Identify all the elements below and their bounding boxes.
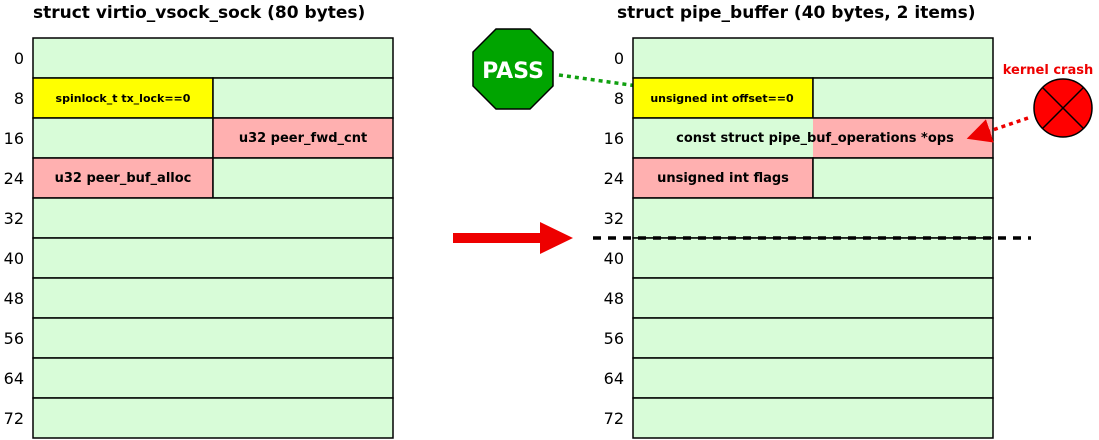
right-offset-label: 32 xyxy=(604,209,624,228)
right-offset-label: 8 xyxy=(614,89,624,108)
pass-sign: PASS xyxy=(472,28,554,110)
right-offset-label: 24 xyxy=(604,169,624,188)
left-offset-label: 0 xyxy=(14,49,24,68)
right-offset-label: 40 xyxy=(604,249,624,268)
right-field-flags-label: unsigned int flags xyxy=(657,171,789,186)
left-row-64 xyxy=(32,357,394,399)
right-row-48 xyxy=(632,277,994,319)
left-row-16-free xyxy=(32,117,214,159)
right-offset-label: 72 xyxy=(604,409,624,428)
left-offset-label: 16 xyxy=(4,129,24,148)
right-field-ops-label: const struct pipe_buf_operations *ops xyxy=(676,131,954,146)
crash-icon xyxy=(1033,78,1093,138)
right-row-8-free xyxy=(812,77,994,119)
left-field-tx-lock-label: spinlock_t tx_lock==0 xyxy=(56,92,191,105)
pass-arrow xyxy=(558,73,662,99)
right-row-72 xyxy=(632,397,994,439)
right-row-56 xyxy=(632,317,994,359)
right-offset-label: 64 xyxy=(604,369,624,388)
left-field-tx-lock xyxy=(32,77,214,119)
left-offset-label: 48 xyxy=(4,289,24,308)
right-offset-label: 56 xyxy=(604,329,624,348)
right-row-24-free xyxy=(812,157,994,199)
left-row-72 xyxy=(32,397,394,439)
kernel-crash-label: kernel crash xyxy=(1003,63,1093,78)
right-offset-label: 16 xyxy=(604,129,624,148)
left-row-24-free xyxy=(212,157,394,199)
left-field-peer-buf-alloc-label: u32 peer_buf_alloc xyxy=(55,171,192,186)
right-struct-title: struct pipe_buffer (40 bytes, 2 items) xyxy=(617,3,976,23)
right-struct-rows xyxy=(632,37,994,439)
right-field-offset-label: unsigned int offset==0 xyxy=(650,92,794,105)
left-offset-label: 32 xyxy=(4,209,24,228)
crash-arrow xyxy=(966,116,1029,143)
left-field-peer-fwd-cnt-label: u32 peer_fwd_cnt xyxy=(239,131,367,146)
right-row-64 xyxy=(632,357,994,399)
left-struct-title: struct virtio_vsock_sock (80 bytes) xyxy=(33,3,365,23)
left-row-8-free xyxy=(212,77,394,119)
transform-arrow xyxy=(453,222,573,254)
left-row-48 xyxy=(32,277,394,319)
pass-label: PASS xyxy=(482,59,544,84)
right-offsets: 0 8 16 24 32 40 48 56 64 72 xyxy=(604,49,624,428)
left-row-40 xyxy=(32,237,394,279)
left-offset-label: 64 xyxy=(4,369,24,388)
right-field-ops-left xyxy=(633,118,813,158)
left-field-peer-buf-alloc xyxy=(32,157,214,199)
right-row-0 xyxy=(632,37,994,79)
left-struct-rows xyxy=(32,37,394,439)
left-offsets: 0 8 16 24 32 40 48 56 64 72 xyxy=(4,49,24,428)
left-offset-label: 24 xyxy=(4,169,24,188)
octagon-icon xyxy=(472,28,554,110)
right-row-32 xyxy=(632,197,994,239)
right-offset-label: 0 xyxy=(614,49,624,68)
left-offset-label: 8 xyxy=(14,89,24,108)
left-row-0 xyxy=(32,37,394,79)
right-row-40 xyxy=(632,237,994,279)
left-row-32 xyxy=(32,197,394,239)
left-row-56 xyxy=(32,317,394,359)
left-offset-label: 40 xyxy=(4,249,24,268)
left-offset-label: 56 xyxy=(4,329,24,348)
right-field-ops-right xyxy=(813,118,993,158)
right-offset-label: 48 xyxy=(604,289,624,308)
left-offset-label: 72 xyxy=(4,409,24,428)
